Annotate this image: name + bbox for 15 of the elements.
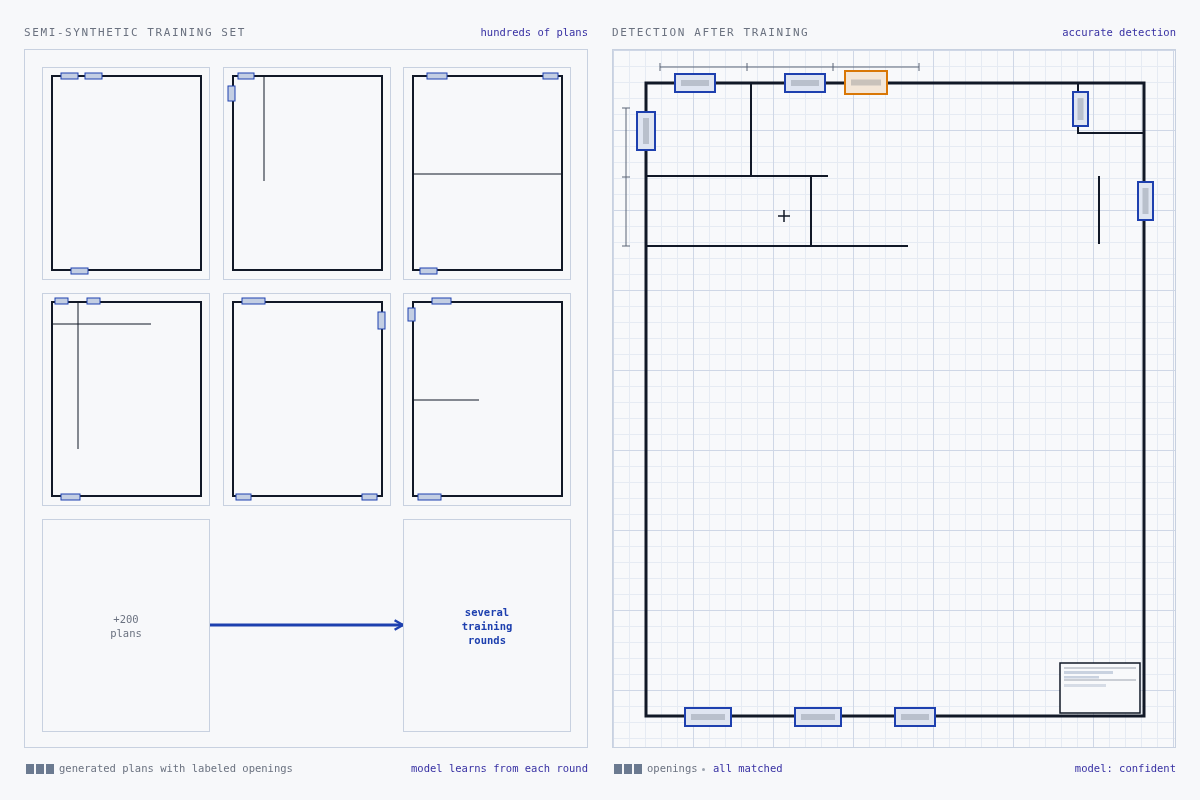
card-text: +200 plans	[109, 611, 143, 640]
panel-note: accurate detection	[1062, 26, 1176, 38]
text-card	[403, 519, 571, 732]
panel-title: DETECTION AFTER TRAINING	[612, 26, 810, 39]
panel-note: hundreds of plans	[480, 26, 588, 38]
footer-status: all matched	[713, 762, 783, 774]
footer-note: model learns from each round	[411, 762, 588, 774]
training-panel	[24, 49, 588, 748]
footer-caption: openings	[647, 762, 698, 774]
text-card	[42, 519, 210, 732]
footer-caption: generated plans with labeled openings	[59, 762, 293, 774]
card-text: several training rounds	[460, 604, 514, 647]
arrow	[210, 619, 405, 631]
panel-title: SEMI-SYNTHETIC TRAINING SET	[24, 26, 246, 39]
footer-note: model: confident	[1074, 762, 1176, 774]
